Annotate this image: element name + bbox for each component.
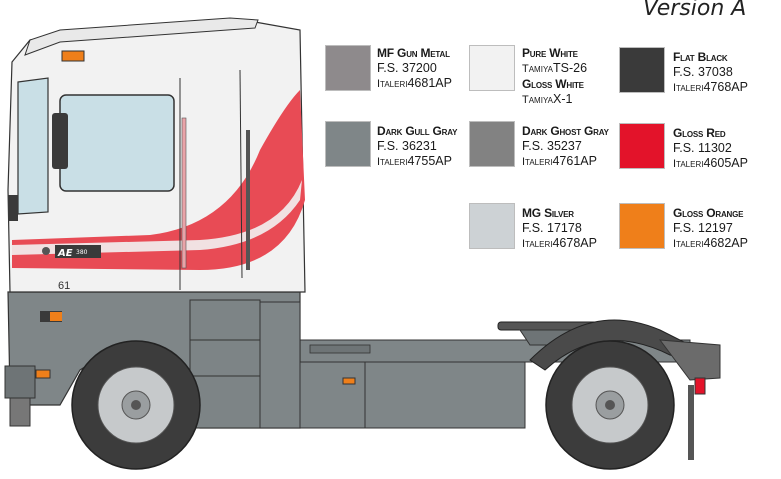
label-gloss-orange: Gloss Orange F.S. 12197 Italeri4682AP — [673, 206, 748, 250]
swatch-flat-black — [619, 47, 665, 93]
label-flat-black: Flat Black F.S. 37038 Italeri4768AP — [673, 50, 748, 94]
swatch-dark-ghost-gray — [469, 121, 515, 167]
label-dark-gull-gray: Dark Gull Gray F.S. 36231 Italeri4755AP — [377, 124, 458, 168]
swatch-gloss-red — [619, 123, 665, 169]
label-gloss-red: Gloss Red F.S. 11302 Italeri4605AP — [673, 126, 748, 170]
label-dark-ghost-gray: Dark Ghost Gray F.S. 35237 Italeri4761AP — [522, 124, 609, 168]
cab-badge-text: AE — [57, 248, 73, 259]
swatch-pure-white — [469, 45, 515, 91]
cab-number: 61 — [58, 280, 70, 292]
swatch-dark-gull-gray — [325, 121, 371, 167]
swatch-mg-silver — [469, 203, 515, 249]
label-mg-silver: MG Silver F.S. 17178 Italeri4678AP — [522, 206, 597, 250]
swatch-mf-gun-metal — [325, 45, 371, 91]
version-title: Version A — [643, 0, 747, 21]
swatch-gloss-orange — [619, 203, 665, 249]
label-mf-gun-metal: MF Gun Metal F.S. 37200 Italeri4681AP — [377, 46, 452, 90]
cab-badge-number: 380 — [76, 249, 88, 256]
label-pure-white: Pure White TamiyaTS-26 Gloss White Tamiy… — [522, 46, 588, 106]
